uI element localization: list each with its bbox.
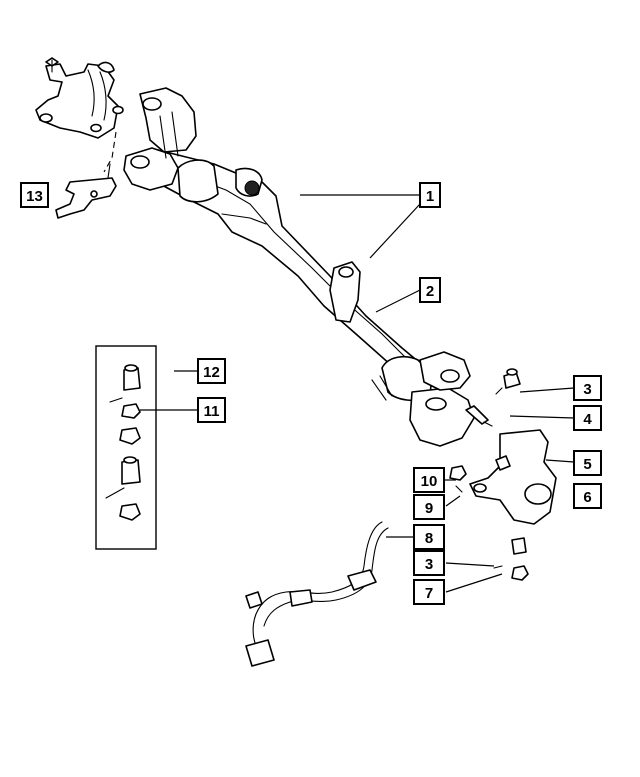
svg-text:1: 1 [426,188,434,205]
callout-4: 4 [573,405,602,431]
callout-6: 6 [573,483,602,509]
sensor-wire-8 [245,521,389,667]
callout-3-upper: 3 [573,375,602,401]
inset-box [95,345,157,550]
bracket-13 [55,163,117,219]
svg-text:11: 11 [204,403,220,420]
callout-5: 5 [573,450,602,476]
axle-housing [123,87,475,447]
callout-10: 10 [413,467,445,493]
svg-text:2: 2 [426,283,434,300]
callout-3-lower: 3 [413,550,445,576]
svg-text:13: 13 [26,188,43,205]
callout-12: 12 [197,358,226,384]
ball-joint-lower [493,537,529,581]
svg-text:12: 12 [203,364,220,381]
nut-10 [449,465,467,493]
callout-13: 13 [20,182,49,208]
svg-text:4: 4 [583,411,592,428]
svg-text:5: 5 [583,456,591,473]
knuckle-5-6 [469,429,557,525]
svg-text:3: 3 [425,556,433,573]
callout-7: 7 [413,579,445,605]
svg-text:6: 6 [583,489,591,506]
svg-text:7: 7 [425,585,433,602]
svg-text:3: 3 [583,381,591,398]
ball-joint-upper [495,368,521,395]
bolt-4 [465,405,493,427]
callout-1: 1 [419,182,441,208]
callout-9: 9 [413,494,445,520]
callout-8: 8 [413,524,445,550]
callout-11: 11 [197,397,226,423]
svg-text:10: 10 [421,473,438,490]
svg-text:9: 9 [425,500,433,517]
callout-2: 2 [419,277,441,303]
steering-knuckle-exploded [35,57,124,139]
svg-text:8: 8 [425,530,433,547]
